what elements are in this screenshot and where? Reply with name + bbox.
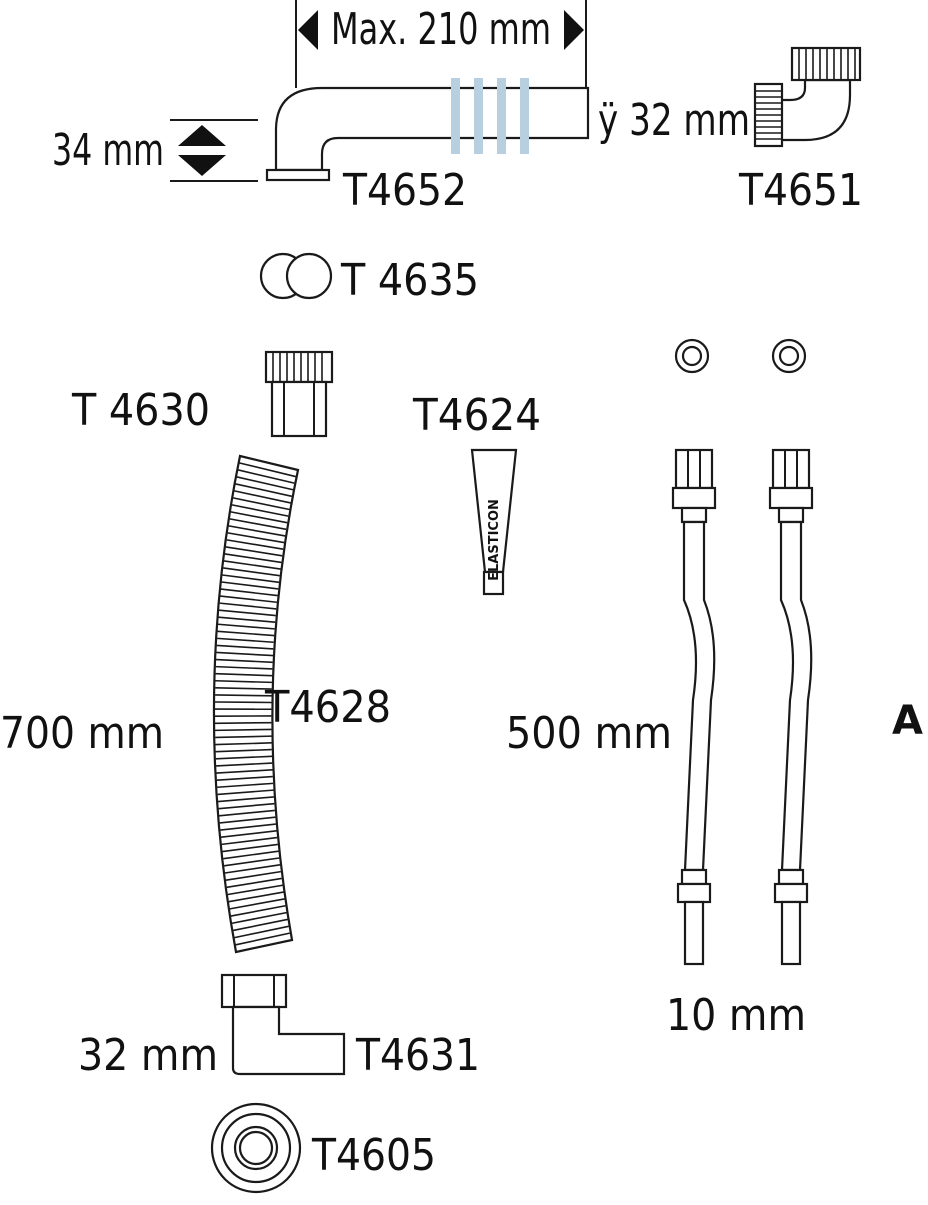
label-t4651: T4651 [738,165,863,216]
connector-hose-right [770,450,812,964]
max-width-label: Max. 210 mm [331,4,551,55]
label-t4652: T4652 [342,165,467,216]
label-t4624: T4624 [412,390,541,441]
band [497,78,506,154]
length-label-700: 700 mm [0,708,164,759]
elbow-t4651 [755,48,860,146]
band [520,78,529,154]
hose-rib [215,729,271,730]
tube-t4624: ELASTICON [472,450,516,594]
tube-label: ELASTICON [487,499,502,581]
connector-hose-left [673,450,715,964]
washers-t4635 [261,254,331,298]
length-label-500: 500 mm [506,708,672,759]
label-t4631: T4631 [355,1030,480,1081]
band [451,78,460,154]
diameter-label-top: ÿ 32 mm [598,95,750,146]
diameter-label-bottom: 32 mm [78,1030,218,1081]
side-marker: A [892,698,923,744]
label-t4630: T 4630 [71,385,210,436]
band [474,78,483,154]
nut-t4630 [266,352,332,436]
label-t4605: T4605 [311,1130,436,1181]
small-washers [676,340,805,372]
label-t4628: T4628 [264,682,391,733]
hose-rib [215,702,272,703]
hose-rib [215,695,272,696]
hose-rib [215,723,271,724]
dimension-height: 34 mm [52,120,258,181]
ring-t4605 [212,1104,300,1192]
label-t4635: T 4635 [340,255,479,306]
elbow-t4631 [222,975,344,1074]
height-label: 34 mm [52,125,164,176]
dimension-max-width: Max. 210 mm [296,0,586,88]
diameter-label-10: 10 mm [666,990,806,1041]
